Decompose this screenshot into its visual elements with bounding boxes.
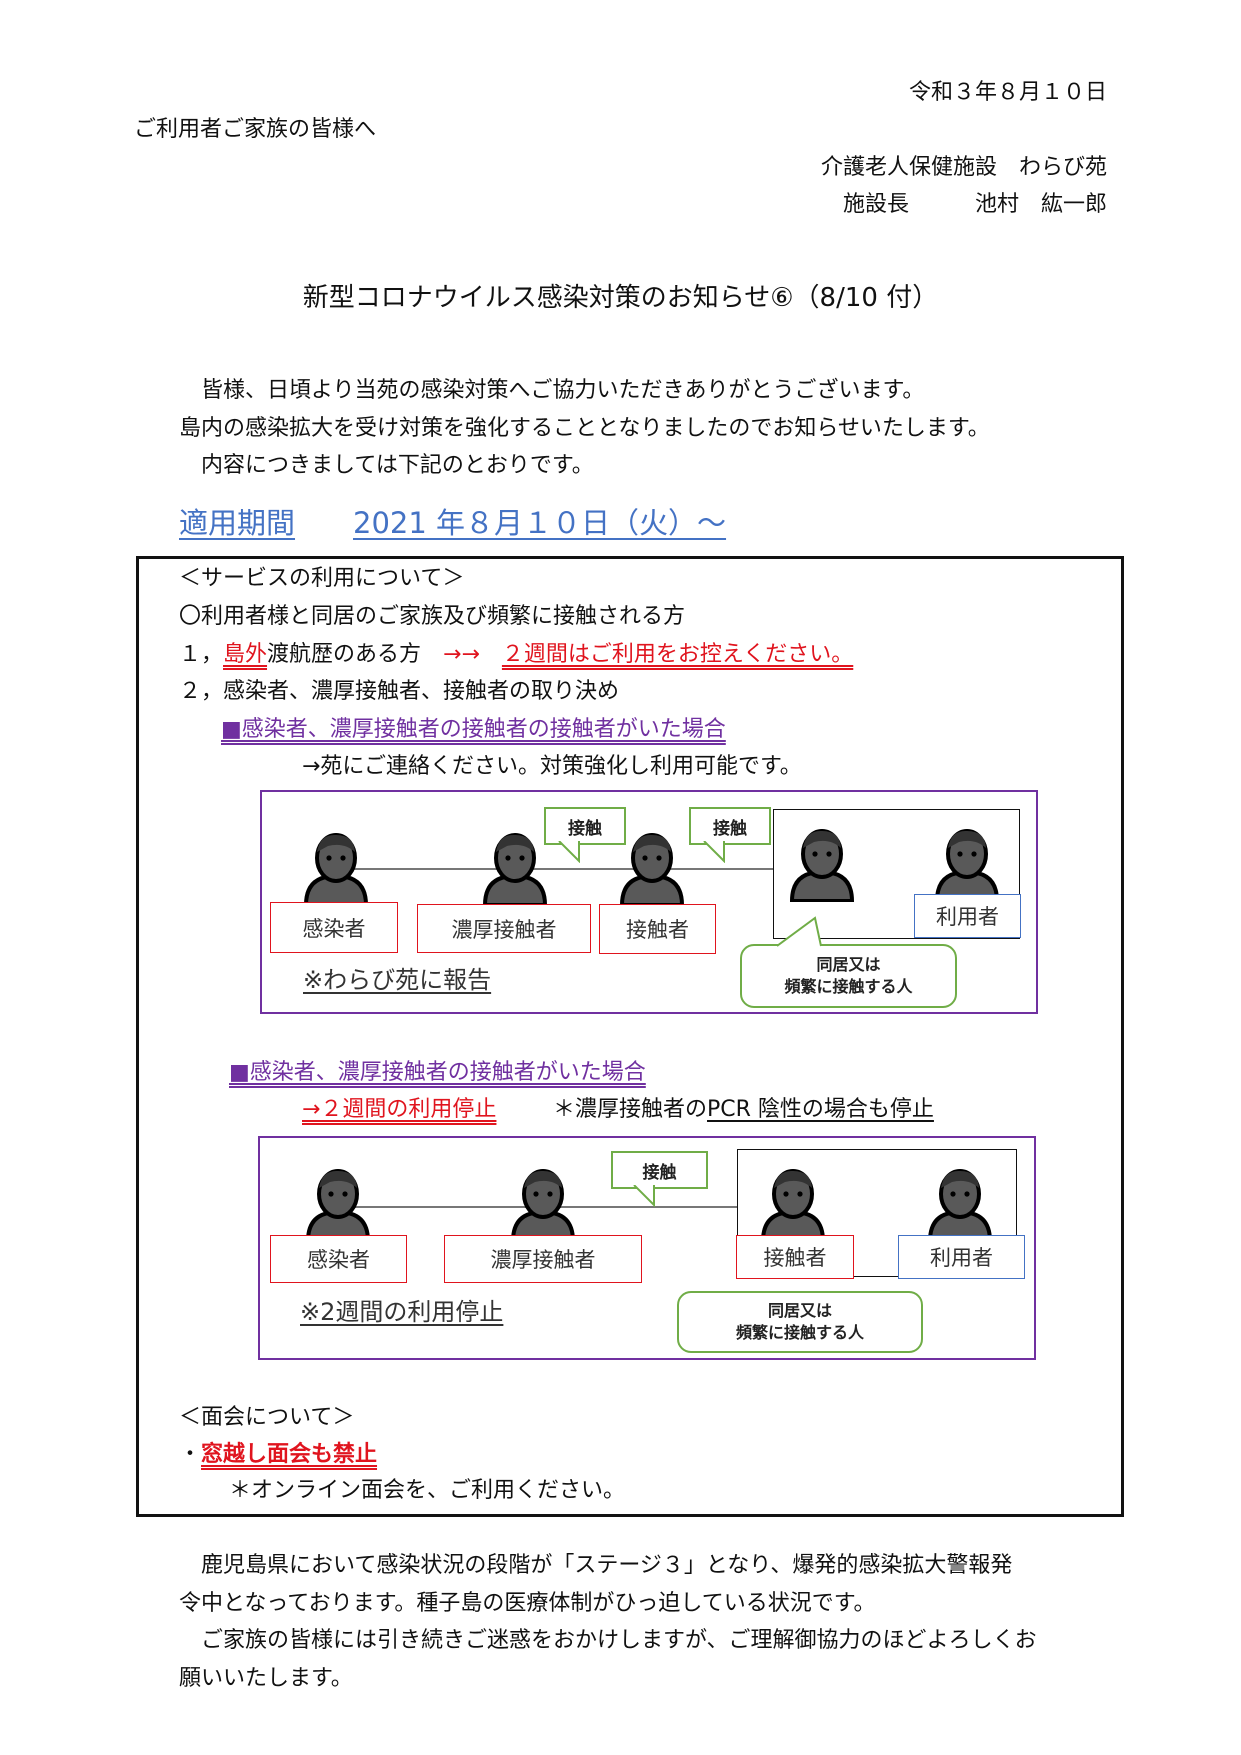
bubble-tail [558, 841, 580, 863]
label-user: 利用者 [898, 1235, 1025, 1279]
person-icon [304, 832, 368, 906]
case2-heading: ■感染者、濃厚接触者の接触者がいた場合 [229, 1060, 646, 1085]
person-icon [761, 1168, 825, 1242]
period-label: 適用期間 [179, 506, 296, 540]
arrow: →→ [443, 642, 480, 667]
visit-note: ＊オンライン面会を、ご利用ください。 [229, 1478, 626, 1503]
note-prefix: ＊濃厚接触者の [553, 1097, 708, 1122]
intro-line: 内容につきましては下記のとおりです。 [201, 453, 594, 478]
date: 令和３年８月１０日 [908, 80, 1107, 105]
closing-line: ご家族の皆様には引き続きご迷惑をおかけしますが、ご理解御協力のほどよろしくお [201, 1628, 1037, 1653]
diagram-1: 感染者 濃厚接触者 接触者 利用者 接触 接触 同居又は頻繁に接触する人 ※わら… [260, 790, 1038, 1014]
household-text: 頻繁に接触する人 [784, 977, 913, 996]
contact-bubble: 接触 [544, 807, 626, 845]
household-box [737, 1149, 1017, 1277]
facility-name: 介護老人保健施設 わらび苑 [820, 155, 1107, 180]
note-underlined: PCR 陰性の場合も停止 [707, 1097, 934, 1122]
closing-line: 鹿児島県において感染状況の段階が「ステージ３」となり、爆発的感染拡大警報発 [201, 1553, 1013, 1578]
label-close-contact: 濃厚接触者 [417, 904, 591, 953]
notice-box [136, 556, 1124, 1517]
person-icon [511, 1168, 575, 1242]
visit-heading: ＜面会について＞ [179, 1405, 355, 1430]
label-user: 利用者 [914, 894, 1021, 938]
diagram-note: ※わらび苑に報告 [303, 966, 492, 994]
closing-line: 願いいたします。 [179, 1666, 353, 1691]
label-close-contact: 濃厚接触者 [444, 1235, 642, 1283]
household-text: 頻繁に接触する人 [735, 1323, 864, 1342]
case2-stop: →２週間の利用停止 [302, 1097, 497, 1122]
item-1: １，島外渡航歴のある方 →→ ２週間はご利用をお控えください。 [179, 644, 853, 666]
household-bubble: 同居又は頻繁に接触する人 [677, 1291, 923, 1353]
director-name: 施設長 池村 紘一郎 [842, 192, 1107, 217]
service-heading: ＜サービスの利用について＞ [179, 566, 465, 591]
document-title: 新型コロナウイルス感染対策のお知らせ⑥（8/10 付） [302, 283, 939, 313]
item-2: ２，感染者、濃厚接触者、接触者の取り決め [179, 679, 620, 704]
bubble-tail [633, 1185, 655, 1207]
contact-bubble: 接触 [611, 1151, 708, 1189]
addressee: ご利用者ご家族の皆様へ [134, 117, 377, 142]
intro-line: 島内の感染拡大を受け対策を強化することとなりましたのでお知らせいたします。 [179, 416, 990, 441]
person-icon [935, 828, 999, 902]
item-text: 渡航歴のある方 [267, 642, 422, 667]
household-text: 同居又は [767, 1301, 832, 1321]
closing-line: 令中となっております。種子島の医療体制がひっ迫している状況です。 [179, 1591, 876, 1616]
diagram-2: 感染者 濃厚接触者 接触者 利用者 接触 同居又は頻繁に接触する人 ※2週間の利… [258, 1136, 1036, 1360]
person-icon [483, 832, 547, 906]
service-target: 〇利用者様と同居のご家族及び頻繁に接触される方 [179, 604, 686, 629]
bubble-tail [777, 916, 822, 947]
label-contact: 接触者 [736, 1235, 854, 1279]
intro-line: 皆様、日頃より当苑の感染対策へご協力いただきありがとうございます。 [201, 378, 925, 403]
case1-heading: ■感染者、濃厚接触者の接触者の接触者がいた場合 [221, 717, 726, 742]
household-box [773, 809, 1020, 939]
household-text: 同居又は [816, 955, 881, 975]
period-value: 2021 年８月１０日（火）～ [353, 506, 727, 540]
visit-rule: ・窓越し面会も禁止 [179, 1444, 377, 1466]
person-icon [306, 1168, 370, 1242]
diagram-note: ※2週間の利用停止 [300, 1298, 504, 1326]
case2-note: ＊濃厚接触者のPCR 陰性の場合も停止 [553, 1099, 934, 1121]
case2-line: →２週間の利用停止 [302, 1099, 496, 1121]
label-contact: 接触者 [599, 904, 716, 954]
visit-rule-text: 窓越し面会も禁止 [201, 1442, 378, 1467]
period: 適用期間 2021 年８月１０日（火）～ [179, 509, 726, 538]
item-action: ２週間はご利用をお控えください。 [501, 642, 854, 667]
bullet: ・ [179, 1442, 202, 1467]
case1-note: →苑にご連絡ください。対策強化し利用可能です。 [302, 754, 802, 779]
item-red-text: 島外 [223, 642, 268, 667]
person-icon [790, 828, 854, 902]
label-infected: 感染者 [270, 1235, 407, 1283]
household-bubble: 同居又は頻繁に接触する人 [740, 944, 957, 1008]
connection-line [336, 868, 773, 870]
bubble-tail [703, 841, 725, 863]
contact-bubble: 接触 [689, 807, 771, 845]
item-number: １， [179, 642, 224, 667]
person-icon [928, 1168, 992, 1242]
label-infected: 感染者 [270, 902, 398, 953]
